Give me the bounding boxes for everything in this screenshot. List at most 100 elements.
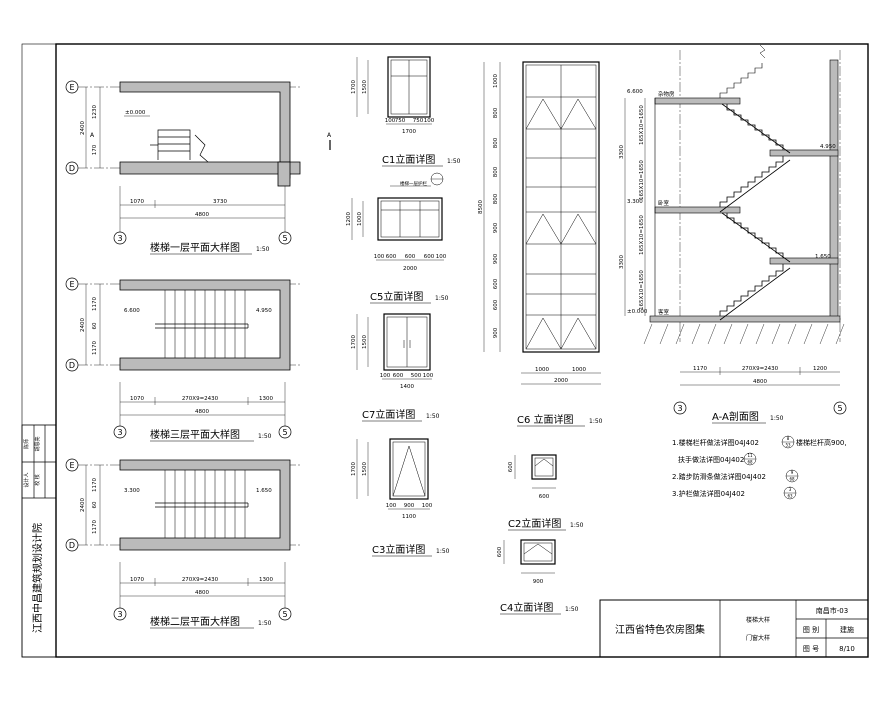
title-block: 江西省特色农房图集 楼梯大样 门窗大样 南昌市-03 图 别 建施 图 号 8/…: [599, 599, 869, 658]
axis-label: D: [69, 164, 75, 173]
dim-width: 100: [422, 503, 433, 509]
note-line: 2.踏步防滑条做法详图04J402: [672, 472, 766, 481]
dim-height-total: 1700: [351, 80, 357, 94]
c3-scale: 1:50: [436, 548, 450, 555]
dim-width: 1000: [535, 367, 549, 373]
drawing-name-2: 门窗大样: [746, 634, 770, 642]
dim-width: 750: [395, 118, 406, 124]
floor-height: 3300: [619, 255, 625, 269]
level-mark: 3.300: [627, 199, 643, 205]
dim-height-total: 1200: [346, 212, 352, 226]
level-mark: 1.650: [256, 488, 272, 494]
axis-label: 3: [117, 428, 122, 437]
section-a-a: 6.600 4.950 3.300 1.650 ±0.000 杂物房 卧室 客室…: [619, 44, 847, 424]
dim-height: 600: [508, 461, 514, 472]
room-label: 杂物房: [658, 90, 675, 98]
axis-label: 3: [117, 610, 122, 619]
axis-label: 3: [117, 234, 122, 243]
dim-bottom: 1300: [259, 396, 273, 402]
note-line: 扶手做法详图04J402: [678, 455, 744, 464]
axis-label: 5: [282, 234, 287, 243]
dim-bottom: 1300: [259, 577, 273, 583]
category-value: 建施: [840, 625, 854, 634]
dim-height: 1500: [362, 462, 368, 476]
c2-scale: 1:50: [570, 522, 584, 529]
riser-dim: 165X10=1650: [639, 105, 645, 145]
c7-scale: 1:50: [426, 413, 440, 420]
floor-height: 3300: [619, 145, 625, 159]
dim-bottom: 270X9=2430: [182, 396, 219, 402]
stair-plan-floor1: E D ±0.000 1230 170 2400 A A 1070 3730 4…: [65, 80, 332, 255]
level-mark: 4.950: [820, 144, 836, 150]
c3-title: C3立面详图: [372, 543, 425, 556]
stair-plan-floor3: E D 6.600 4.950 1170 60 1170 2400 1070 2…: [65, 277, 300, 442]
riser-dim: 165X10=1650: [639, 160, 645, 200]
level-mark: 3.300: [124, 488, 140, 494]
dim-left-total: 2400: [80, 121, 86, 135]
dim-bottom: 1070: [130, 396, 144, 402]
number-value: 8/10: [839, 645, 855, 653]
ref-top: 3: [789, 487, 792, 492]
dim-width: 1000: [572, 367, 586, 373]
dim-bottom: 270X9=2430: [742, 366, 779, 372]
dim-height: 1000: [493, 74, 499, 88]
outer-border: [21, 43, 869, 658]
ref-top: 8: [787, 436, 790, 441]
dim-height: 1500: [362, 335, 368, 349]
level-mark: ±0.000: [125, 110, 146, 116]
dim-width: 600: [393, 373, 404, 379]
dim-width: 100: [423, 373, 434, 379]
drawing-name-1: 楼梯大样: [746, 616, 770, 624]
dim-width: 100: [436, 254, 447, 260]
railing-callout: 楼梯一层护栏: [400, 180, 427, 187]
category-label: 图 别: [803, 625, 819, 634]
dim-total: 4800: [195, 590, 209, 596]
ref-bottom: 53: [785, 443, 791, 448]
axis-label: E: [69, 280, 74, 289]
window-c6-elevation: 1000 800 800 800 800 900 900 600 600 900…: [478, 61, 603, 427]
c2-title: C2立面详图: [508, 517, 561, 530]
dim-width: 100: [385, 118, 396, 124]
atlas-title: 江西省特色农房图集: [615, 623, 705, 636]
dim-width: 900: [404, 503, 415, 509]
dim-total: 4800: [753, 379, 767, 385]
level-mark: 6.600: [627, 89, 643, 95]
stair-plan-floor2: E D 3.300 1.650 1170 60 1170 2400 1070 2…: [65, 458, 300, 629]
section-scale: 1:50: [770, 415, 784, 422]
dim-height: 800: [493, 166, 499, 177]
dim-bottom: 1070: [130, 577, 144, 583]
axis-label: D: [69, 541, 75, 550]
designer-role: 设计人: [23, 472, 30, 487]
dim-left: 1230: [92, 105, 98, 119]
level-mark: 6.600: [124, 308, 140, 314]
c7-title: C7立面详图: [362, 408, 415, 421]
dim-height-total: 1700: [351, 335, 357, 349]
dim-left: 170: [92, 144, 98, 155]
dim-width: 100: [374, 254, 385, 260]
window-c7-elevation: 1700 1500 100 600 500 100 1400 C7立面详图 1:…: [351, 313, 440, 422]
reviewer-name: 胡恩亮: [34, 436, 41, 451]
dim-left: 1170: [92, 297, 98, 311]
c6-scale: 1:50: [589, 418, 603, 425]
cut-mark-right: A: [327, 132, 332, 139]
dim-width: 600: [386, 254, 397, 260]
dim-width: 600: [405, 254, 416, 260]
dim-left: 1170: [92, 478, 98, 492]
dim-total: 1100: [402, 514, 416, 520]
reviewer-role: 校 核: [34, 474, 41, 486]
note-line: 1.楼梯栏杆做法详图04J402: [672, 438, 759, 447]
dim-width: 500: [411, 373, 422, 379]
dim-bottom: 1070: [130, 199, 144, 205]
inner-border: [55, 43, 869, 658]
dim-left: 1170: [92, 341, 98, 355]
riser-dim: 165X10=1650: [639, 270, 645, 310]
dim-height: 900: [493, 222, 499, 233]
dim-width: 100: [424, 118, 435, 124]
note-line: 3.护栏做法详图04J402: [672, 489, 745, 498]
dim-bottom: 1170: [693, 366, 707, 372]
dim-width: 750: [413, 118, 424, 124]
dim-total: 1400: [400, 384, 414, 390]
dim-total: 2000: [554, 378, 568, 384]
dim-width: 600: [539, 494, 550, 500]
